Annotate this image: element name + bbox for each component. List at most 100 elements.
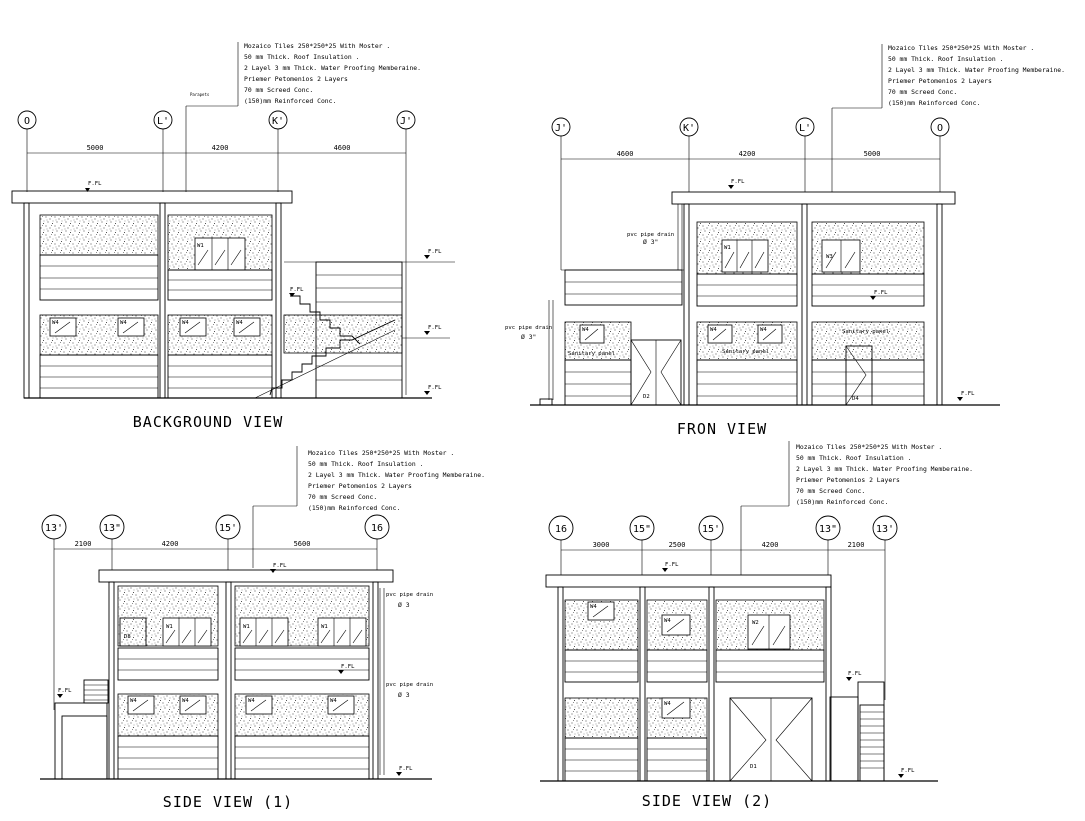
- svg-text:Ø 3: Ø 3: [398, 601, 410, 609]
- spec-line: 50 mm Thick. Roof Insulation .: [796, 454, 911, 462]
- window-tag: W1: [321, 624, 328, 630]
- window-w4: W4: [327, 695, 355, 715]
- svg-text:F.FL: F.FL: [290, 287, 304, 293]
- view-title: SIDE VIEW (2): [642, 792, 772, 810]
- svg-text:Ø 3": Ø 3": [521, 333, 536, 341]
- axis-label: L': [799, 123, 811, 134]
- dimension-value: 4200: [212, 144, 229, 152]
- svg-text:F.FL: F.FL: [273, 563, 287, 569]
- window-w4: W4: [707, 324, 733, 344]
- panel-label: Sanitary panel: [568, 351, 615, 357]
- spec-line: 50 mm Thick. Roof Insulation .: [888, 55, 1003, 63]
- window-tag: W4: [582, 327, 589, 333]
- dimension-line: 3000 2500 4200 2100: [561, 541, 885, 551]
- level-mark: F.FL F.FL F.FL F.FL: [57, 563, 413, 776]
- grid-axis-13: 13': [872, 515, 898, 700]
- dimension-value: 4200: [162, 540, 179, 548]
- dimension-value: 4200: [739, 150, 756, 158]
- svg-text:F.FL: F.FL: [428, 385, 442, 391]
- column: [108, 581, 115, 780]
- plaster-panel: [39, 214, 159, 256]
- brick-wall: [39, 254, 273, 301]
- door-tag: D1: [750, 764, 757, 770]
- window-w1: W1: [162, 617, 212, 647]
- window-w4: W4: [661, 614, 691, 636]
- svg-text:F.FL: F.FL: [848, 671, 862, 677]
- dimension-value: 5000: [87, 144, 104, 152]
- spec-line: Mozaico Tiles 250*250*25 With Moster .: [888, 44, 1034, 52]
- grid-axis-16: 16: [364, 514, 390, 570]
- axis-label: 15': [219, 523, 237, 534]
- window-tag: W4: [52, 320, 59, 326]
- stair-annex: [829, 681, 885, 782]
- spec-line: 70 mm Screed Conc.: [888, 88, 957, 96]
- window-w4: W4: [179, 695, 207, 715]
- roof-slab: [11, 190, 293, 204]
- grid-axis-l: L': [795, 117, 815, 192]
- column: [936, 203, 943, 406]
- roof-slab: [98, 569, 394, 583]
- door-tag: D4: [852, 396, 859, 402]
- column: [225, 581, 232, 780]
- spec-line: Priemer Petomenios 2 Layers: [244, 75, 348, 83]
- pvc-pipe-drain: pvc pipe drain Ø 3 pvc pipe drain Ø 3: [379, 588, 433, 775]
- window-tag: W4: [664, 701, 671, 707]
- axis-label: L': [157, 116, 169, 127]
- dimension-line: 4600 4200 5000: [561, 150, 940, 160]
- axis-label: K': [272, 116, 284, 127]
- svg-text:F.FL: F.FL: [961, 391, 975, 397]
- brick-wall: [564, 649, 825, 683]
- grid-axis-15: 15': [698, 515, 724, 575]
- brick-wall: [696, 273, 925, 307]
- brick-wall: [117, 647, 370, 681]
- window-w1: W1: [721, 239, 769, 273]
- axis-label: J': [555, 123, 567, 134]
- svg-text:F.FL: F.FL: [731, 179, 745, 185]
- level-mark: F.FL F.FL F.FL F.FL F.FL: [85, 181, 442, 395]
- svg-text:F.FL: F.FL: [428, 325, 442, 331]
- axis-label: O: [24, 116, 30, 127]
- grid-axis-o: O: [930, 117, 950, 192]
- spec-line: (150)mm Reinforced Conc.: [308, 504, 400, 512]
- spec-notes: Mozaico Tiles 250*250*25 With Moster . 5…: [831, 44, 1065, 192]
- plaster-panel: [811, 321, 925, 361]
- dimension-value: 2100: [848, 541, 865, 549]
- column: [639, 586, 646, 782]
- window-w4: W4: [661, 697, 691, 719]
- window-w1: W1: [194, 237, 246, 271]
- window-w4: W4: [757, 324, 783, 344]
- axis-label: 15': [702, 524, 720, 535]
- dimension-value: 3000: [593, 541, 610, 549]
- spec-line: 70 mm Screed Conc.: [308, 493, 377, 501]
- door-tag: D8: [124, 634, 131, 640]
- svg-text:pvc pipe drain: pvc pipe drain: [627, 232, 674, 238]
- brick-wall: [117, 735, 370, 780]
- spec-line: Mozaico Tiles 250*250*25 With Moster .: [796, 443, 942, 451]
- window-w3: W3: [821, 239, 861, 273]
- grid-axis-k: K': [268, 110, 288, 192]
- axis-label: 16: [371, 523, 383, 534]
- window-tag: W1: [166, 624, 173, 630]
- dimension-value: 5000: [864, 150, 881, 158]
- grid-axis-13b: 13": [815, 515, 841, 575]
- spec-line: 2 Layel 3 mm Thick. Water Proofing Membe…: [308, 471, 485, 479]
- spec-line: (150)mm Reinforced Conc.: [796, 498, 888, 506]
- window-tag: W4: [590, 604, 597, 610]
- window-w4: W4: [587, 601, 615, 621]
- spec-line: Mozaico Tiles 250*250*25 With Moster .: [244, 42, 390, 50]
- spec-line: (150)mm Reinforced Conc.: [888, 99, 980, 107]
- column: [683, 203, 690, 406]
- brick-wall: [561, 269, 684, 306]
- dimension-value: 4600: [334, 144, 351, 152]
- parapets-note: Parapets: [190, 92, 210, 97]
- window-tag: W4: [236, 320, 243, 326]
- window-tag: W4: [182, 698, 189, 704]
- spec-line: Priemer Petomenios 2 Layers: [888, 77, 992, 85]
- level-mark: F.FL F.FL F.FL: [662, 562, 915, 778]
- axis-label: 15": [633, 524, 651, 535]
- svg-text:Ø 3: Ø 3: [398, 691, 410, 699]
- axis-label: O: [937, 123, 943, 134]
- window-w4: W4: [245, 695, 273, 715]
- side-view-1: Mozaico Tiles 250*250*25 With Moster . 5…: [40, 446, 485, 811]
- column: [801, 203, 808, 406]
